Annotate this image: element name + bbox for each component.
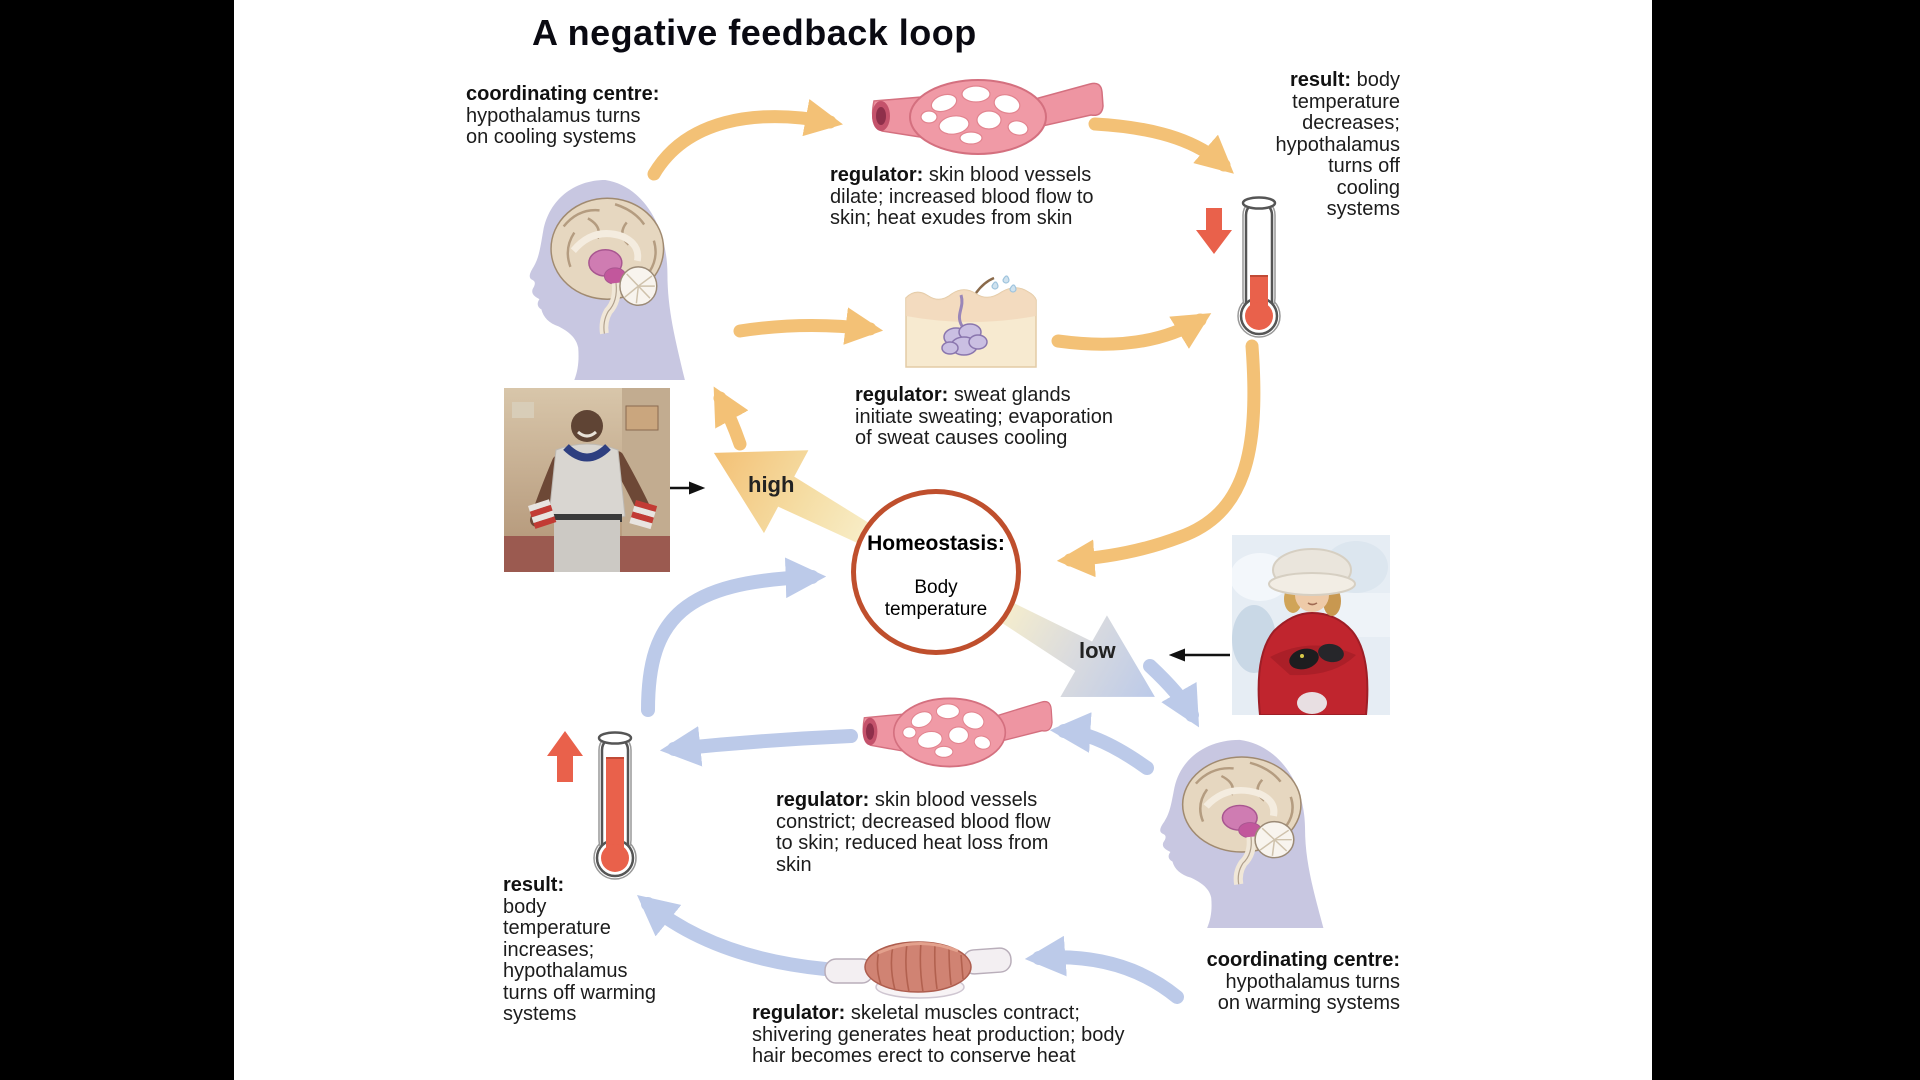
high-label: high xyxy=(748,472,795,497)
photo-pointer-arrows xyxy=(668,481,1230,662)
label-regulator-constrict: regulator: skin blood vessels constrict;… xyxy=(776,789,1051,876)
low-fat-arrow xyxy=(994,599,1155,698)
arrow-vessel-to-result-thermometer xyxy=(659,726,858,767)
skeletal-muscle-illustration xyxy=(824,941,1012,999)
label-regulator-skeletal-lead: regulator: xyxy=(752,1002,846,1024)
label-result-cooling: result: body temperature decreases; hypo… xyxy=(1275,69,1400,220)
label-regulator-dilate-lead: regulator: xyxy=(830,164,924,186)
cooling-loop-arrows xyxy=(647,99,1261,578)
label-cooling-centre-lead: coordinating centre: xyxy=(466,83,660,105)
label-warming-centre: coordinating centre: hypothalamus turns … xyxy=(1206,949,1400,1014)
temperature-arrows xyxy=(547,208,1232,782)
arrow-centre-to-constricted-vessel xyxy=(1049,712,1154,775)
constricted-vessel-illustration xyxy=(861,697,1053,768)
arrow-result-to-homeostasis-warming xyxy=(641,557,827,717)
brain-head-warming-illustration xyxy=(1160,740,1323,928)
arrow-centre-to-muscle xyxy=(1024,935,1184,1004)
label-regulator-skeletal: regulator: skeletal muscles contract; sh… xyxy=(752,1002,1125,1067)
label-result-warming-lead: result: xyxy=(503,874,565,896)
homeostasis-title: Homeostasis: xyxy=(867,532,1005,555)
label-regulator-sweat: regulator: sweat glands initiate sweatin… xyxy=(855,384,1113,449)
feedback-loop-artwork xyxy=(504,79,1390,1004)
arrow-low-to-centre xyxy=(1143,659,1200,728)
diagram-canvas: A negative feedback loop coordinating ce… xyxy=(234,0,1652,1080)
low-label: low xyxy=(1079,638,1116,663)
homeostasis-subtitle: Body temperature xyxy=(884,577,988,620)
temp-down-arrow-icon xyxy=(1196,208,1232,254)
arrow-centre-to-vessel xyxy=(647,99,843,181)
label-result-warming: result: body temperature increases; hypo… xyxy=(503,874,657,1025)
arrow-sweat-to-thermometer xyxy=(1051,313,1212,351)
label-regulator-constrict-lead: regulator: xyxy=(776,789,870,811)
thermometer-warming-illustration xyxy=(593,731,637,880)
arrow-result-to-homeostasis-cooling xyxy=(1056,339,1261,578)
label-result-cooling-lead: result: xyxy=(1289,69,1352,91)
label-warming-centre-lead: coordinating centre: xyxy=(1206,949,1400,971)
arrow-high-to-centre xyxy=(713,386,749,451)
arrow-centre-to-sweat-gland xyxy=(733,307,884,345)
thermometer-cooling-illustration xyxy=(1237,196,1281,338)
label-regulator-dilate: regulator: skin blood vessels dilate; in… xyxy=(830,164,1094,229)
dilated-vessel-illustration xyxy=(871,79,1104,155)
page-title: A negative feedback loop xyxy=(532,12,977,53)
label-cooling-centre: coordinating centre: hypothalamus turns … xyxy=(466,83,660,148)
label-regulator-sweat-lead: regulator: xyxy=(855,384,949,406)
brain-head-cooling-illustration xyxy=(530,180,685,380)
arrow-vessel-to-thermometer xyxy=(1088,117,1234,174)
temp-up-arrow-icon xyxy=(547,731,583,782)
sweat-gland-illustration xyxy=(905,275,1037,368)
exercise-photo xyxy=(504,388,670,572)
cold-photo xyxy=(1232,535,1390,715)
homeostasis-node: Homeostasis: Body temperature xyxy=(851,489,1021,655)
high-fat-arrow xyxy=(713,450,876,547)
warming-loop-arrows xyxy=(636,557,1200,1004)
arrow-muscle-to-result-thermometer xyxy=(636,895,832,976)
